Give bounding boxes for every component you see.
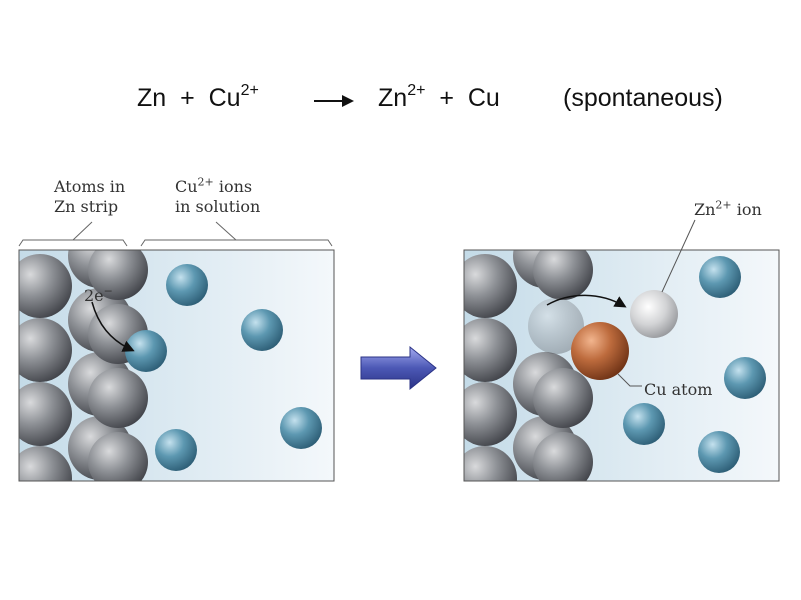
zn-atom bbox=[88, 250, 148, 300]
left-zn-strip bbox=[19, 250, 148, 481]
zn-ion-leader bbox=[661, 219, 696, 293]
zn-atom bbox=[88, 432, 148, 481]
zn-atom bbox=[464, 382, 517, 446]
zn-atom bbox=[19, 446, 72, 481]
zn-atom bbox=[19, 382, 72, 446]
product-cu: Cu bbox=[467, 84, 500, 112]
zn-atom bbox=[464, 446, 517, 481]
electron-transfer-arrow bbox=[91, 301, 135, 352]
cu-ion bbox=[155, 429, 197, 471]
reaction-arrow bbox=[360, 345, 437, 391]
reactant-cu-charge: 2+ bbox=[240, 81, 259, 99]
label-cu-ions-in-solution: Cu2+ ions in solution bbox=[175, 175, 261, 216]
equation-right: Zn2+ + Cu bbox=[378, 81, 500, 113]
right-panel bbox=[463, 219, 780, 482]
label-electrons: 2e− bbox=[84, 284, 113, 305]
zn-atom bbox=[19, 254, 72, 318]
equation-left: Zn + Cu2+ bbox=[137, 81, 259, 113]
zn-atom-vacancy bbox=[528, 298, 584, 354]
label-zn-ion: Zn2+ ion bbox=[694, 198, 762, 219]
cu-ion bbox=[699, 256, 741, 298]
zn-strip-bracket bbox=[18, 239, 128, 247]
cu-ion bbox=[166, 264, 208, 306]
plus-sign-2: + bbox=[439, 84, 454, 112]
cu-ion bbox=[280, 407, 322, 449]
cu-atom-leader bbox=[617, 373, 642, 387]
product-zn-charge: 2+ bbox=[407, 81, 426, 99]
cu-atom bbox=[571, 322, 629, 380]
reactant-cu: Cu bbox=[208, 84, 241, 112]
cu-ion bbox=[724, 357, 766, 399]
cu-ion bbox=[623, 403, 665, 445]
right-zn-strip bbox=[464, 250, 593, 481]
zn-ion bbox=[630, 290, 678, 338]
cu-ion-at-surface bbox=[125, 330, 167, 372]
label-atoms-in-zn-strip: Atoms in Zn strip bbox=[54, 177, 126, 216]
zn-atom bbox=[19, 318, 72, 382]
reactant-zn: Zn bbox=[137, 84, 167, 112]
left-panel bbox=[18, 221, 335, 482]
zn-atom bbox=[533, 250, 593, 300]
product-zn: Zn bbox=[378, 84, 408, 112]
cu-ion bbox=[241, 309, 283, 351]
zn-atom bbox=[464, 254, 517, 318]
label-cu-atom: Cu atom bbox=[644, 380, 713, 399]
zn-atom bbox=[464, 318, 517, 382]
zn-atom bbox=[533, 432, 593, 481]
plus-sign: + bbox=[180, 84, 195, 112]
zn-ion-release-arrow bbox=[546, 294, 627, 308]
zn-atom bbox=[88, 368, 148, 428]
zn-atom bbox=[533, 368, 593, 428]
cu-ion bbox=[698, 431, 740, 473]
spontaneous-note: (spontaneous) bbox=[563, 84, 723, 112]
solution-bracket bbox=[140, 239, 333, 247]
